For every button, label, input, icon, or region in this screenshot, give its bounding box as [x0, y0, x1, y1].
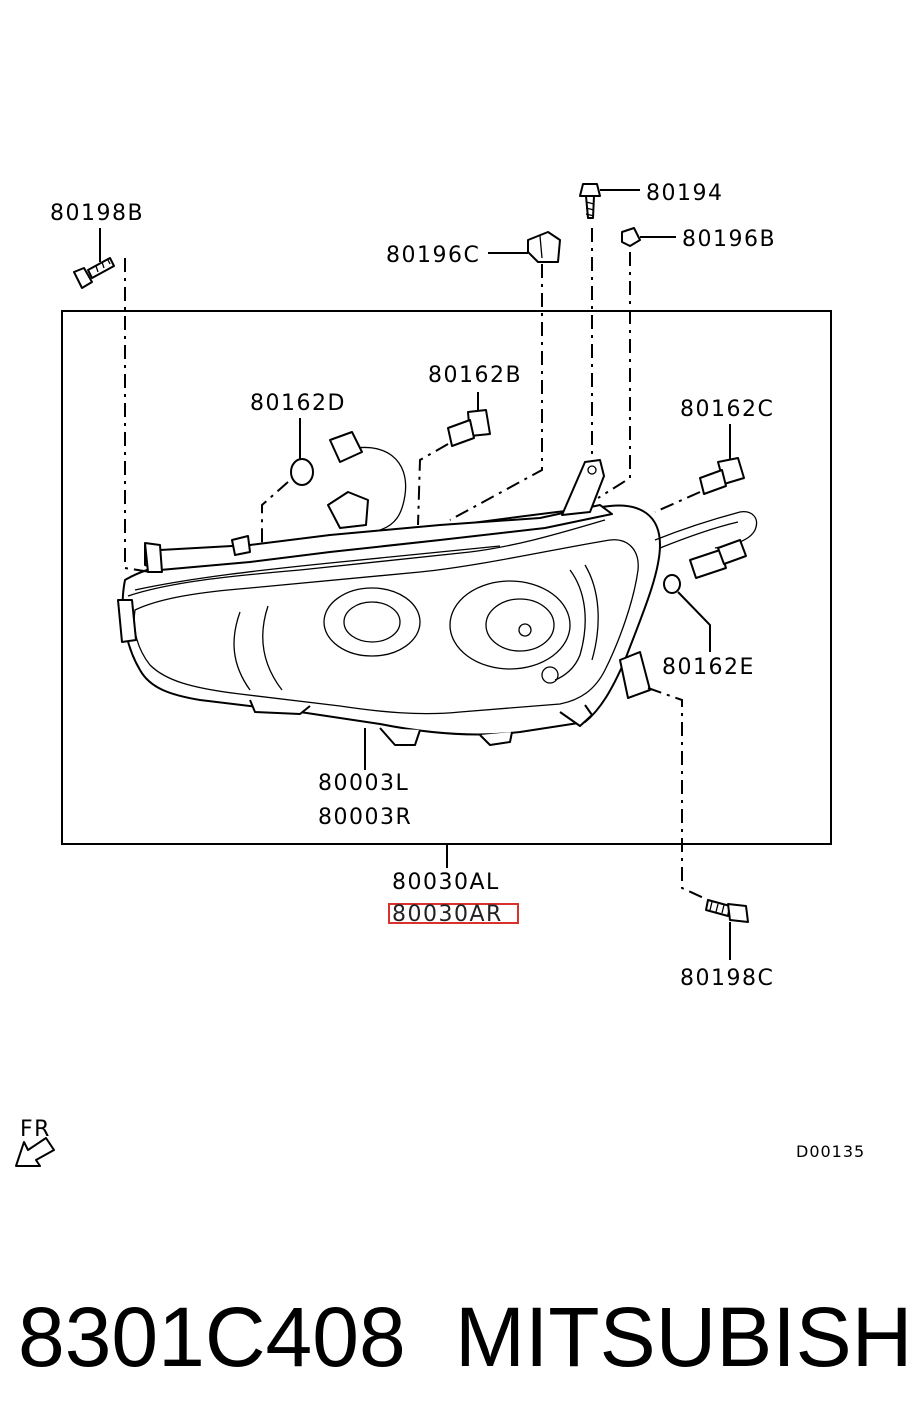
- diagram-code: D00135: [796, 1142, 865, 1161]
- label-80196c: 80196C: [386, 243, 480, 268]
- nut-80196b-icon: [621, 227, 641, 247]
- label-80198b: 80198B: [50, 201, 144, 226]
- headlamp-assembly: [117, 431, 758, 746]
- bulb-80162e-icon: [663, 574, 681, 594]
- label-80162e: 80162E: [662, 655, 755, 680]
- label-80196b: 80196B: [682, 227, 776, 252]
- label-80162d: 80162D: [250, 391, 346, 416]
- label-80162b: 80162B: [428, 363, 522, 388]
- label-80030ar: 80030AR: [392, 902, 503, 927]
- label-80003r: 80003R: [318, 805, 412, 830]
- screw-80198b-icon: [73, 257, 115, 289]
- label-80162c: 80162C: [680, 397, 774, 422]
- label-80030al: 80030AL: [392, 870, 500, 895]
- label-80198c: 80198C: [680, 966, 774, 991]
- bulb-80162d-icon: [290, 458, 314, 486]
- brand-name: MITSUBISHI: [455, 1290, 909, 1384]
- screw-80198c-icon: [705, 899, 749, 923]
- label-80194: 80194: [646, 181, 724, 206]
- assembly-frame: [61, 310, 832, 845]
- part-number: 8301C408: [18, 1290, 406, 1384]
- arrow-down-left-icon: [15, 1137, 55, 1167]
- bolt-80194-icon: [579, 183, 601, 219]
- leader-lines: [99, 189, 731, 960]
- clip-80196c-icon: [527, 231, 561, 263]
- bulb-80162b-icon: [447, 409, 491, 447]
- bulb-80162c-icon: [699, 457, 745, 495]
- label-80003l: 80003L: [318, 771, 409, 796]
- highlight-box: [388, 903, 519, 924]
- front-direction-indicator: FR: [15, 1117, 55, 1167]
